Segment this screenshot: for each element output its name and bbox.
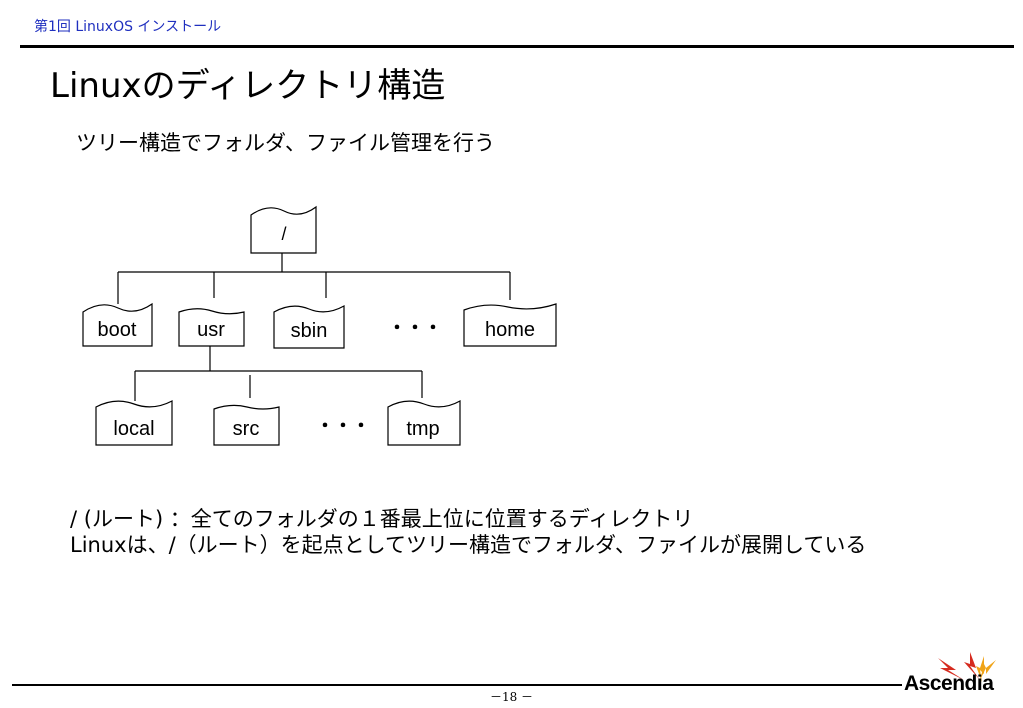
folder-root-label: / [281, 224, 286, 244]
slide-title: Linuxのディレクトリ構造 [50, 66, 446, 106]
folder-home-label: home [485, 319, 535, 341]
slide-subtitle: ツリー構造でフォルダ、ファイル管理を行う [76, 131, 495, 155]
folder-root [250, 205, 317, 254]
folder-src-label: src [233, 418, 260, 440]
folder-usr-label: usr [197, 319, 225, 341]
folder-usr [178, 308, 245, 347]
slide-header: 第1回 LinuxOS インストール [34, 19, 222, 35]
ellipsis-level2: ・・・ [316, 416, 370, 436]
folder-tmp [387, 399, 461, 446]
folder-src [213, 404, 280, 446]
footer-rule [12, 684, 902, 686]
folder-tmp-label: tmp [406, 418, 439, 440]
folder-sbin-label: sbin [291, 320, 328, 342]
ascendia-logo-text: Ascendia [904, 672, 994, 695]
description-line-linux: Linuxは、/（ルート）を起点としてツリー構造でフォルダ、ファイルが展開してい… [70, 533, 867, 557]
folder-sbin [273, 304, 345, 349]
page-number: －18 － [489, 690, 534, 704]
header-rule [20, 45, 1014, 48]
folder-boot [82, 302, 153, 347]
ascendia-logo-icon [938, 652, 996, 682]
folder-boot-label: boot [98, 319, 137, 341]
folder-home [463, 303, 557, 347]
folder-local-label: local [113, 418, 154, 440]
description-line-root: / (ルート) ：全てのフォルダの１番最上位に位置するディレクトリ [70, 507, 694, 531]
folder-local [95, 400, 173, 446]
description-block: / (ルート) ：全てのフォルダの１番最上位に位置するディレクトリ Linuxは… [70, 506, 866, 558]
ellipsis-level1: ・・・ [388, 318, 442, 338]
